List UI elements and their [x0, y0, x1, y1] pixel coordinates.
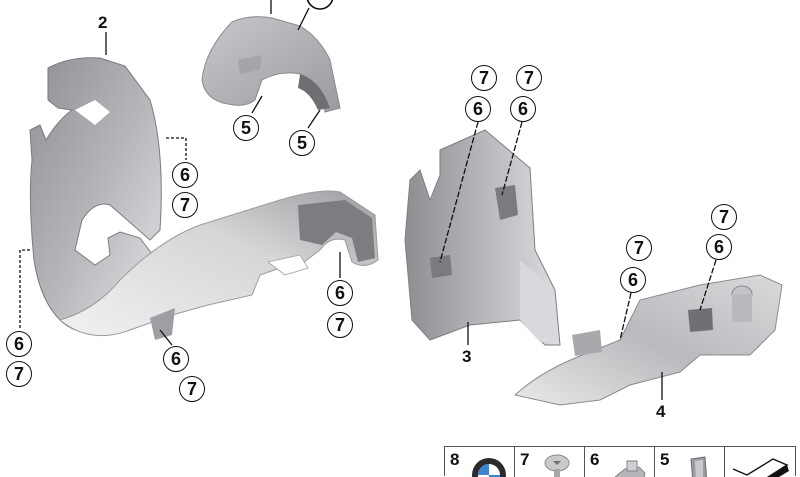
- part-label-2: 2: [98, 13, 108, 32]
- callout-7: 7: [6, 361, 32, 387]
- legend-number: 7: [520, 450, 530, 469]
- callout-7: 7: [172, 192, 198, 218]
- part-3-middle-panel: [404, 129, 561, 346]
- callout-6: 6: [465, 96, 491, 122]
- callout-7: 7: [327, 312, 353, 338]
- callout-6: 6: [6, 331, 32, 357]
- callout-7: 7: [626, 235, 652, 261]
- callout-offscreen: [306, 0, 334, 10]
- callout-6: 6: [620, 267, 646, 293]
- adhesive-pad-icon: [732, 458, 789, 477]
- legend-number: 8: [450, 450, 460, 469]
- part-cap-cover: [201, 16, 341, 113]
- legend-number: 6: [590, 450, 600, 469]
- callout-7: 7: [179, 376, 205, 402]
- bmw-emblem-icon: [472, 458, 506, 477]
- callout-7: 7: [471, 65, 497, 91]
- spring-clip-icon: [690, 456, 708, 477]
- clip-nut-icon: [614, 460, 646, 477]
- callout-6: 6: [706, 234, 732, 260]
- callout-5: 5: [289, 130, 315, 156]
- small-parts-legend: 8 7 6 5: [444, 446, 796, 477]
- leader-lines: [19, 0, 717, 400]
- callout-6: 6: [172, 162, 198, 188]
- callout-6: 6: [163, 346, 189, 372]
- torx-screw-icon: [544, 454, 570, 477]
- part-2-arm: [58, 190, 379, 340]
- part-label-4: 4: [656, 402, 666, 421]
- callout-6: 6: [510, 96, 536, 122]
- callout-7: 7: [516, 65, 542, 91]
- callout-6: 6: [327, 280, 353, 306]
- callout-5: 5: [233, 115, 259, 141]
- part-label-3: 3: [462, 347, 472, 366]
- legend-number: 5: [660, 450, 670, 469]
- callout-7: 7: [711, 204, 737, 230]
